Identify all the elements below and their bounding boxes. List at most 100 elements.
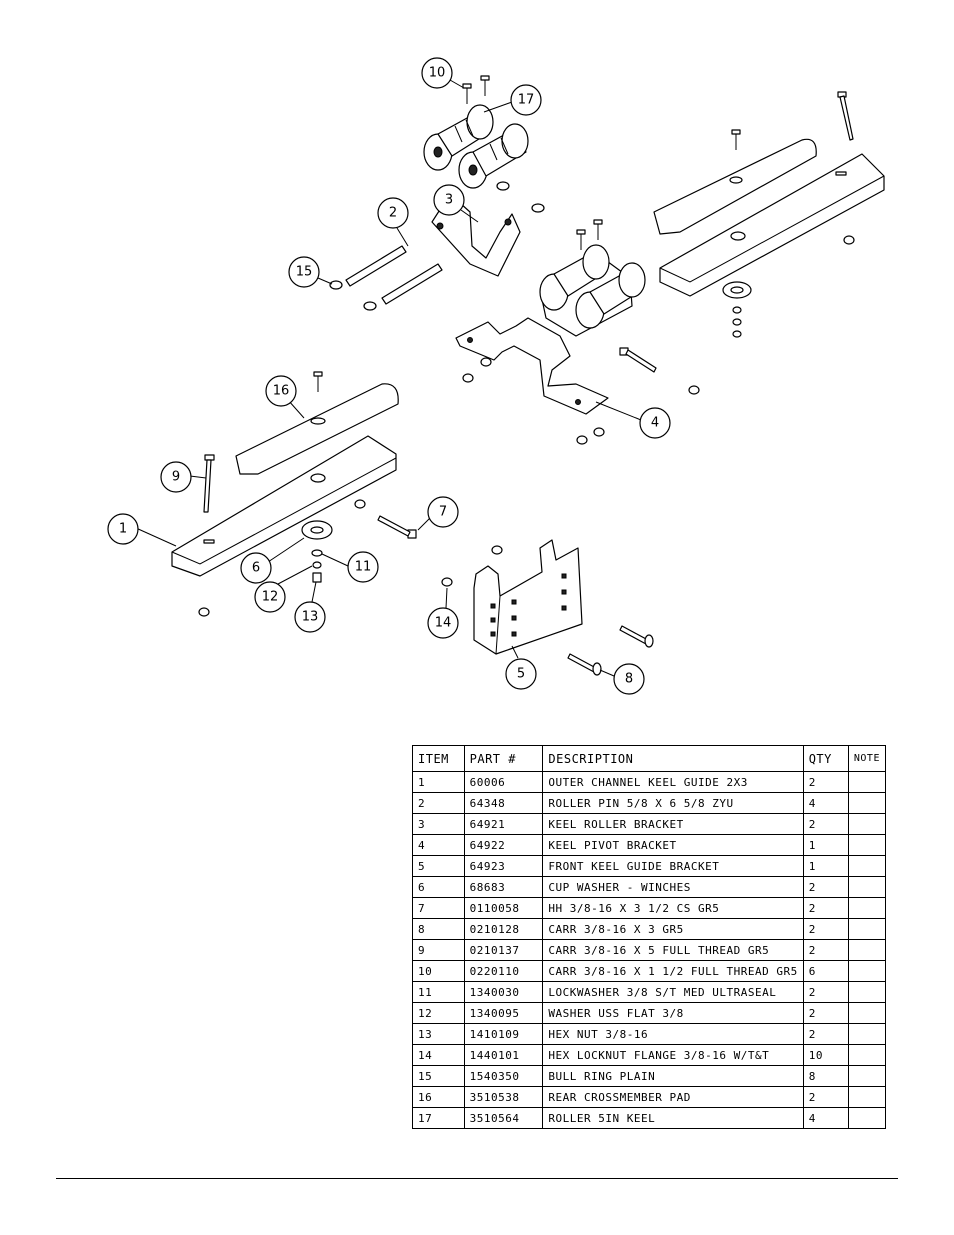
callout-13: 13 [294,581,326,633]
carriage-bolts-8 [567,625,654,676]
cell-item: 5 [412,855,465,877]
small-hardware [198,181,855,617]
cell-qty: 2 [802,1002,849,1024]
cell-part: 0210137 [463,939,544,961]
cell-part: 1340030 [463,981,544,1003]
keel-roller-pair-top [423,104,529,189]
cell-description: ROLLER PIN 5/8 X 6 5/8 ZYU [542,792,804,814]
cell-note [847,1065,887,1087]
cell-note [847,792,887,814]
cell-part: 0210128 [463,918,544,940]
cell-part: 1340095 [463,1002,544,1024]
cell-description: CUP WASHER - WINCHES [542,876,804,898]
cell-note [847,813,887,835]
cell-note [847,1023,887,1045]
cell-description: CARR 3/8-16 X 1 1/2 FULL THREAD GR5 [542,960,804,982]
left-bolt-long-9 [203,454,215,513]
cell-description: KEEL PIVOT BRACKET [542,834,804,856]
callout-15: 15 [288,256,333,288]
callout-label: 9 [172,470,180,485]
cell-description: BULL RING PLAIN [542,1065,804,1087]
cell-part: 64348 [463,792,544,814]
cell-description: LOCKWASHER 3/8 S/T MED ULTRASEAL [542,981,804,1003]
cell-part: 3510538 [463,1086,544,1108]
callout-label: 16 [273,384,290,399]
callout-9: 9 [160,461,207,493]
callout-label: 10 [429,66,446,81]
callout-label: 15 [296,265,313,280]
hex-bolt-7-left [377,515,417,539]
callout-4: 4 [595,401,671,439]
callout-7: 7 [417,496,459,531]
right-bolt-long [837,91,854,141]
cell-part: 3510564 [463,1107,544,1129]
right-washer-stack [722,281,752,338]
column-header-qty: QTY [802,745,849,772]
cell-description: CARR 3/8-16 X 3 GR5 [542,918,804,940]
cell-item: 10 [412,960,465,982]
cell-qty: 2 [802,897,849,919]
table-header-row: ITEM PART # DESCRIPTION QTY NOTE [412,745,887,772]
callout-10: 10 [421,57,465,89]
cell-qty: 2 [802,939,849,961]
right-crossmember-pad [653,138,817,235]
cell-part: 60006 [463,771,544,793]
cell-description: FRONT KEEL GUIDE BRACKET [542,855,804,877]
cell-item: 4 [412,834,465,856]
cell-part: 68683 [463,876,544,898]
exploded-assembly-diagram: 1 2 3 4 5 6 7 8 9 10 [107,57,885,695]
cell-qty: 1 [802,855,849,877]
hex-bolt-7-right [619,347,657,373]
cell-item: 17 [412,1107,465,1129]
cell-description: HEX LOCKNUT FLANGE 3/8-16 W/T&T [542,1044,804,1066]
cell-qty: 4 [802,792,849,814]
callout-label: 12 [262,590,279,605]
cell-item: 12 [412,1002,465,1024]
cell-note [847,1107,887,1129]
cell-note [847,855,887,877]
cell-note [847,876,887,898]
callout-11: 11 [321,551,379,583]
right-outer-channel [659,153,885,297]
callout-1: 1 [107,513,177,547]
cell-description: OUTER CHANNEL KEEL GUIDE 2X3 [542,771,804,793]
cell-item: 15 [412,1065,465,1087]
cell-note [847,897,887,919]
cell-qty: 2 [802,918,849,940]
cell-description: REAR CROSSMEMBER PAD [542,1086,804,1108]
cell-description: HEX NUT 3/8-16 [542,1023,804,1045]
callout-label: 7 [439,505,447,520]
callout-label: 6 [252,561,260,576]
callout-8: 8 [599,663,645,695]
cell-qty: 1 [802,834,849,856]
cell-description: WASHER USS FLAT 3/8 [542,1002,804,1024]
callout-3: 3 [433,184,479,223]
cell-qty: 2 [802,771,849,793]
cell-item: 13 [412,1023,465,1045]
cell-item: 14 [412,1044,465,1066]
cell-item: 3 [412,813,465,835]
left-outer-channel [171,435,397,577]
cell-qty: 8 [802,1065,849,1087]
cell-qty: 6 [802,960,849,982]
cell-note [847,960,887,982]
column-header-description: DESCRIPTION [542,745,804,772]
